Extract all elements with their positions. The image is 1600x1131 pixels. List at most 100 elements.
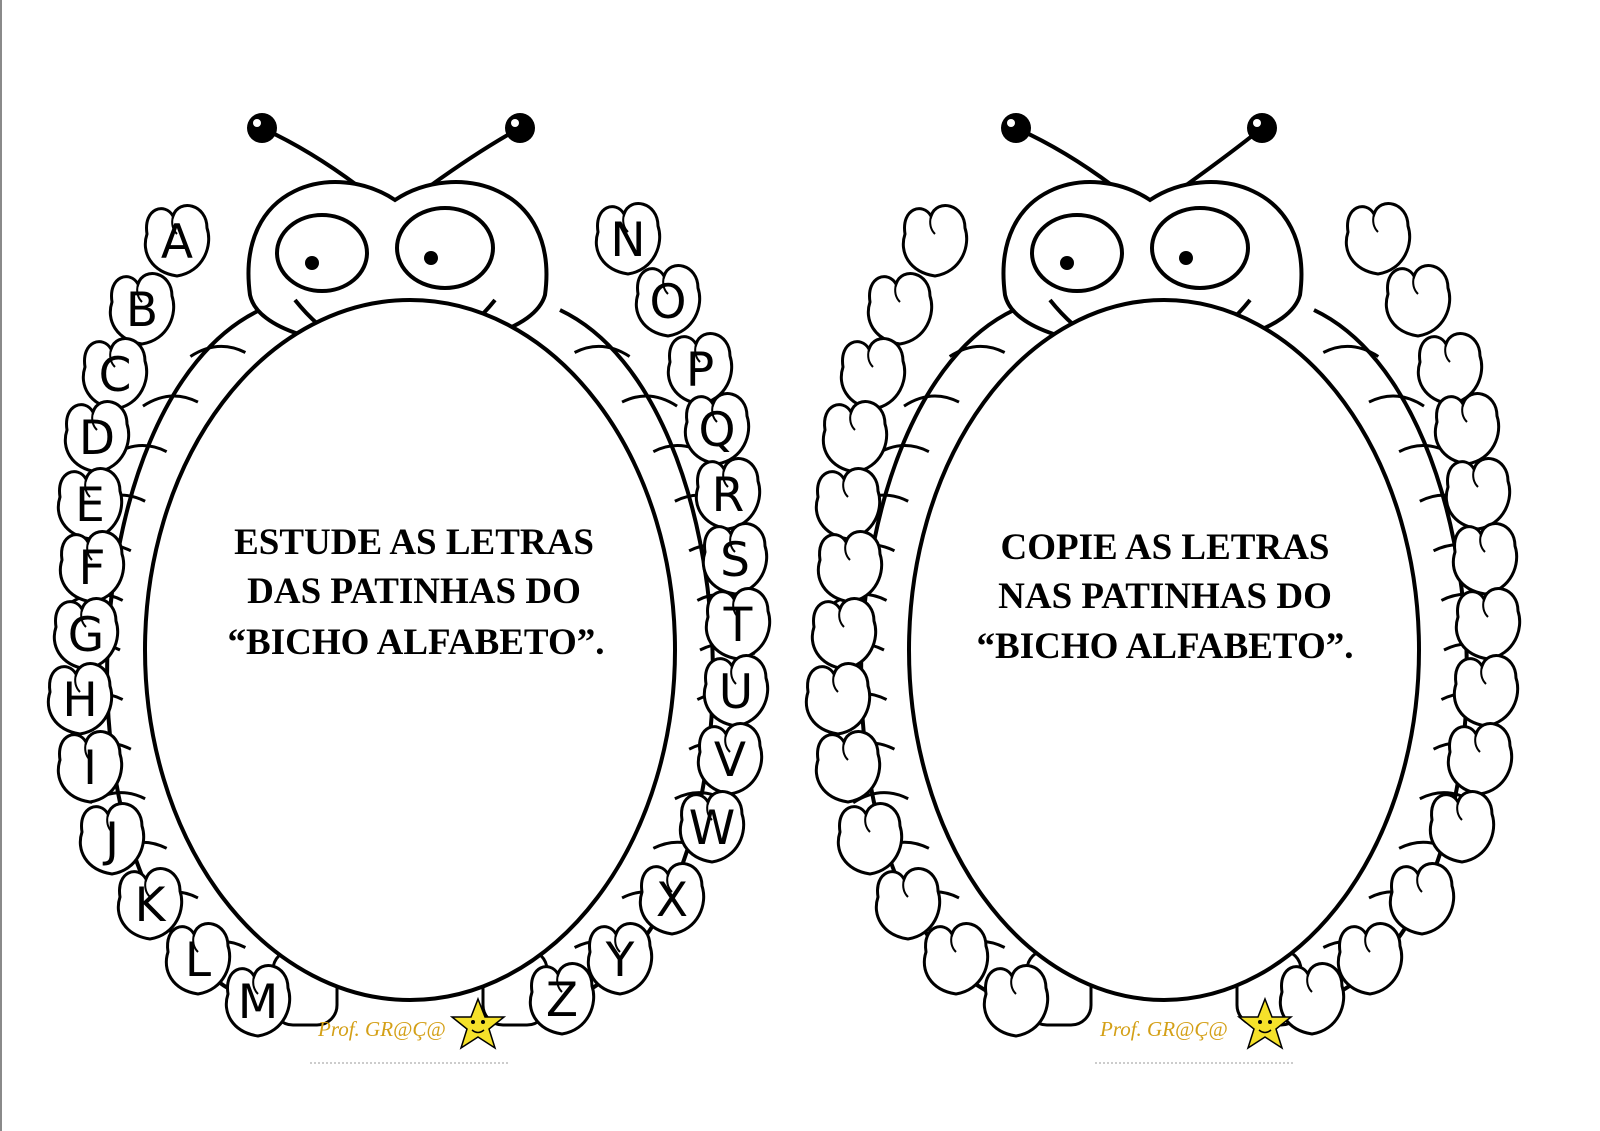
eye [1030,213,1124,293]
signature: Prof. GR@Ç@ [317,1017,446,1041]
star-icon [449,996,507,1050]
foot: M [224,964,292,1038]
instruction-line-3: “BICHO ALFABETO”. [977,626,1354,667]
belly [143,298,677,1002]
foot [814,467,882,541]
pupil [305,256,319,270]
antenna-ball [1001,113,1031,143]
pupil [1179,251,1193,265]
foot: T [704,587,772,661]
body-ring [573,345,631,358]
foot [804,662,872,736]
foot [1336,922,1404,996]
foot: I [56,730,124,804]
foot: O [634,264,702,338]
foot [839,337,907,411]
foot-letter: E [75,478,105,533]
instruction-line-1: ESTUDE AS LETRAS [234,522,594,563]
foot [1444,457,1512,531]
instruction-line-2: NAS PATINHAS DO [998,576,1332,617]
star-icon [1236,996,1294,1050]
foot: L [164,922,232,996]
instruction-line-2: DAS PATINHAS DO [247,571,581,612]
pupil [1060,256,1074,270]
foot-letter: F [78,541,105,596]
foot [810,597,878,671]
foot: Q [683,392,751,466]
foot [982,964,1050,1038]
foot-letter: J [102,813,119,868]
foot-letter: V [714,733,746,788]
foot-letter: M [238,975,279,1030]
foot: H [46,662,114,736]
foot: G [52,597,120,671]
foot: U [702,654,770,728]
foot-letter: A [161,215,193,270]
foot [1446,722,1514,796]
foot-letter: S [720,533,750,588]
foot-letter: C [99,348,132,403]
foot: V [696,722,764,796]
bicho-alfabeto-right: COPIE AS LETRAS NAS PATINHAS DO “BICHO A… [804,113,1522,1064]
foot: S [701,522,769,596]
foot-letter: W [689,801,735,856]
foot-letter: Y [605,933,635,988]
foot-letter: G [68,608,104,663]
foot-letter: Z [546,973,578,1028]
eye [395,206,495,290]
foot-letter: I [83,741,97,796]
foot [922,922,990,996]
antenna-ball [505,113,535,143]
body-outline [559,308,715,997]
foot [1388,862,1456,936]
body-ring [621,394,678,408]
foot [866,272,934,346]
foot: C [81,337,149,411]
signature: Prof. GR@Ç@ [1099,1017,1228,1041]
body-ring [142,394,199,408]
foot [901,204,969,278]
feet [804,202,1522,1038]
foot [814,730,882,804]
pupil [424,251,438,265]
foot [1278,962,1346,1036]
foot: X [638,862,706,936]
antenna [428,126,521,188]
foot-letter: X [656,873,688,928]
foot-letter: Q [699,403,736,458]
foot [1384,264,1452,338]
foot: J [78,802,146,876]
belly [907,298,1421,1002]
foot [1452,654,1520,728]
antenna [1015,126,1115,188]
foot-letter: T [723,598,753,653]
eye [1150,206,1250,290]
antenna [261,126,360,188]
foot [836,802,904,876]
foot [821,400,889,474]
foot: W [678,790,746,864]
foot-letter: L [185,933,211,988]
body-ring [948,345,1006,358]
foot: A [143,204,211,278]
body-ring [1322,345,1380,358]
foot: D [63,400,131,474]
body-ring [903,394,960,408]
instruction-line-3: “BICHO ALFABETO”. [228,622,605,663]
foot: R [694,457,762,531]
head [246,113,549,376]
eye [275,213,369,293]
foot-letter: H [62,673,97,728]
foot-letter: U [719,665,753,720]
foot-letter: O [650,275,687,330]
foot: E [56,467,124,541]
antenna-ball [1247,113,1277,143]
foot: Z [528,962,596,1036]
antenna-ball [247,113,277,143]
page-left-edge [0,0,2,1131]
foot-letter: P [686,343,714,398]
foot-letter: N [610,213,645,268]
